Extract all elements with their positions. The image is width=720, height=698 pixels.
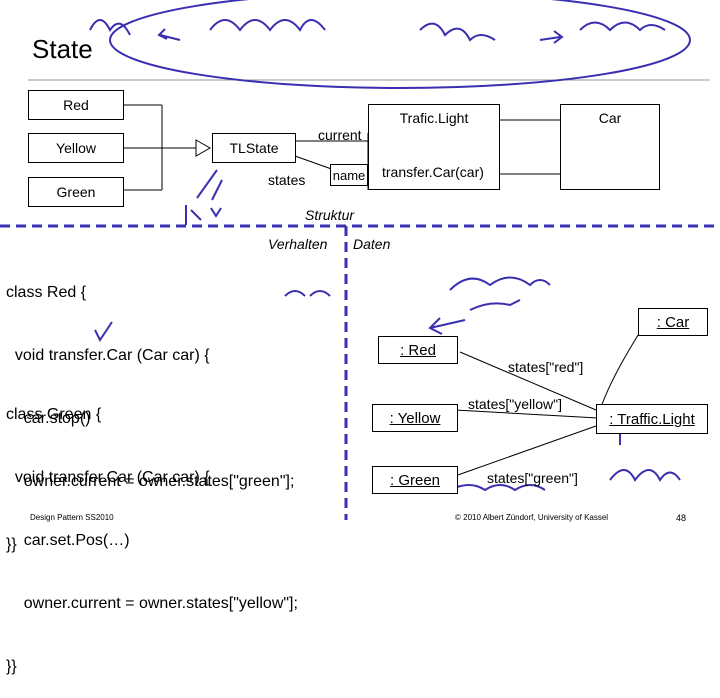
footer-center: © 2010 Albert Zündorf, University of Kas…	[455, 513, 609, 522]
class-red: Red	[28, 90, 124, 120]
code-line: void transfer.Car (Car car) {	[6, 469, 210, 486]
class-tlstate: TLState	[212, 133, 296, 163]
code-line: owner.current = owner.states["yellow"];	[6, 595, 298, 612]
object-car: : Car	[638, 308, 708, 336]
object-red: : Red	[378, 336, 458, 364]
traficlight-label: Trafic.Light	[399, 110, 469, 126]
code-line: class Green {	[6, 406, 102, 423]
object-traffic-light: : Traffic.Light	[596, 404, 708, 434]
label-states: states	[268, 172, 306, 188]
slide-title: State	[32, 34, 93, 64]
label-daten: Daten	[353, 236, 391, 252]
inheritance-arrow	[195, 139, 212, 157]
code-line: car.stop()	[6, 410, 91, 427]
code-line: }}	[6, 658, 17, 675]
link-states-yellow: states["yellow"]	[468, 396, 562, 412]
link-states-green: states["green"]	[487, 470, 578, 486]
code-green: class Green { void transfer.Car (Car car…	[6, 362, 298, 698]
class-traficlight: Trafic.Light	[368, 104, 500, 190]
page-number: 48	[676, 513, 687, 523]
object-green: : Green	[372, 466, 458, 494]
footer-left: Design Pattern SS2010	[30, 513, 114, 522]
car-label: Car	[598, 110, 622, 126]
code-red: class Red { void transfer.Car (Car car) …	[6, 240, 294, 576]
link-states-red: states["red"]	[508, 359, 584, 375]
label-struktur: Struktur	[305, 207, 355, 223]
code-line: owner.current = owner.states["green"];	[6, 473, 295, 490]
code-line: void transfer.Car (Car car) {	[6, 347, 210, 364]
object-yellow: : Yellow	[372, 404, 458, 432]
label-current: current	[318, 127, 362, 143]
code-line: car.set.Pos(…)	[6, 532, 130, 549]
class-green: Green	[28, 177, 124, 207]
qualifier-name: name	[330, 164, 368, 186]
class-yellow: Yellow	[28, 133, 124, 163]
code-line: class Red {	[6, 284, 87, 301]
label-transfer: transfer.Car(car)	[382, 164, 484, 180]
label-verhalten: Verhalten	[268, 236, 328, 252]
class-car: Car	[560, 104, 660, 190]
